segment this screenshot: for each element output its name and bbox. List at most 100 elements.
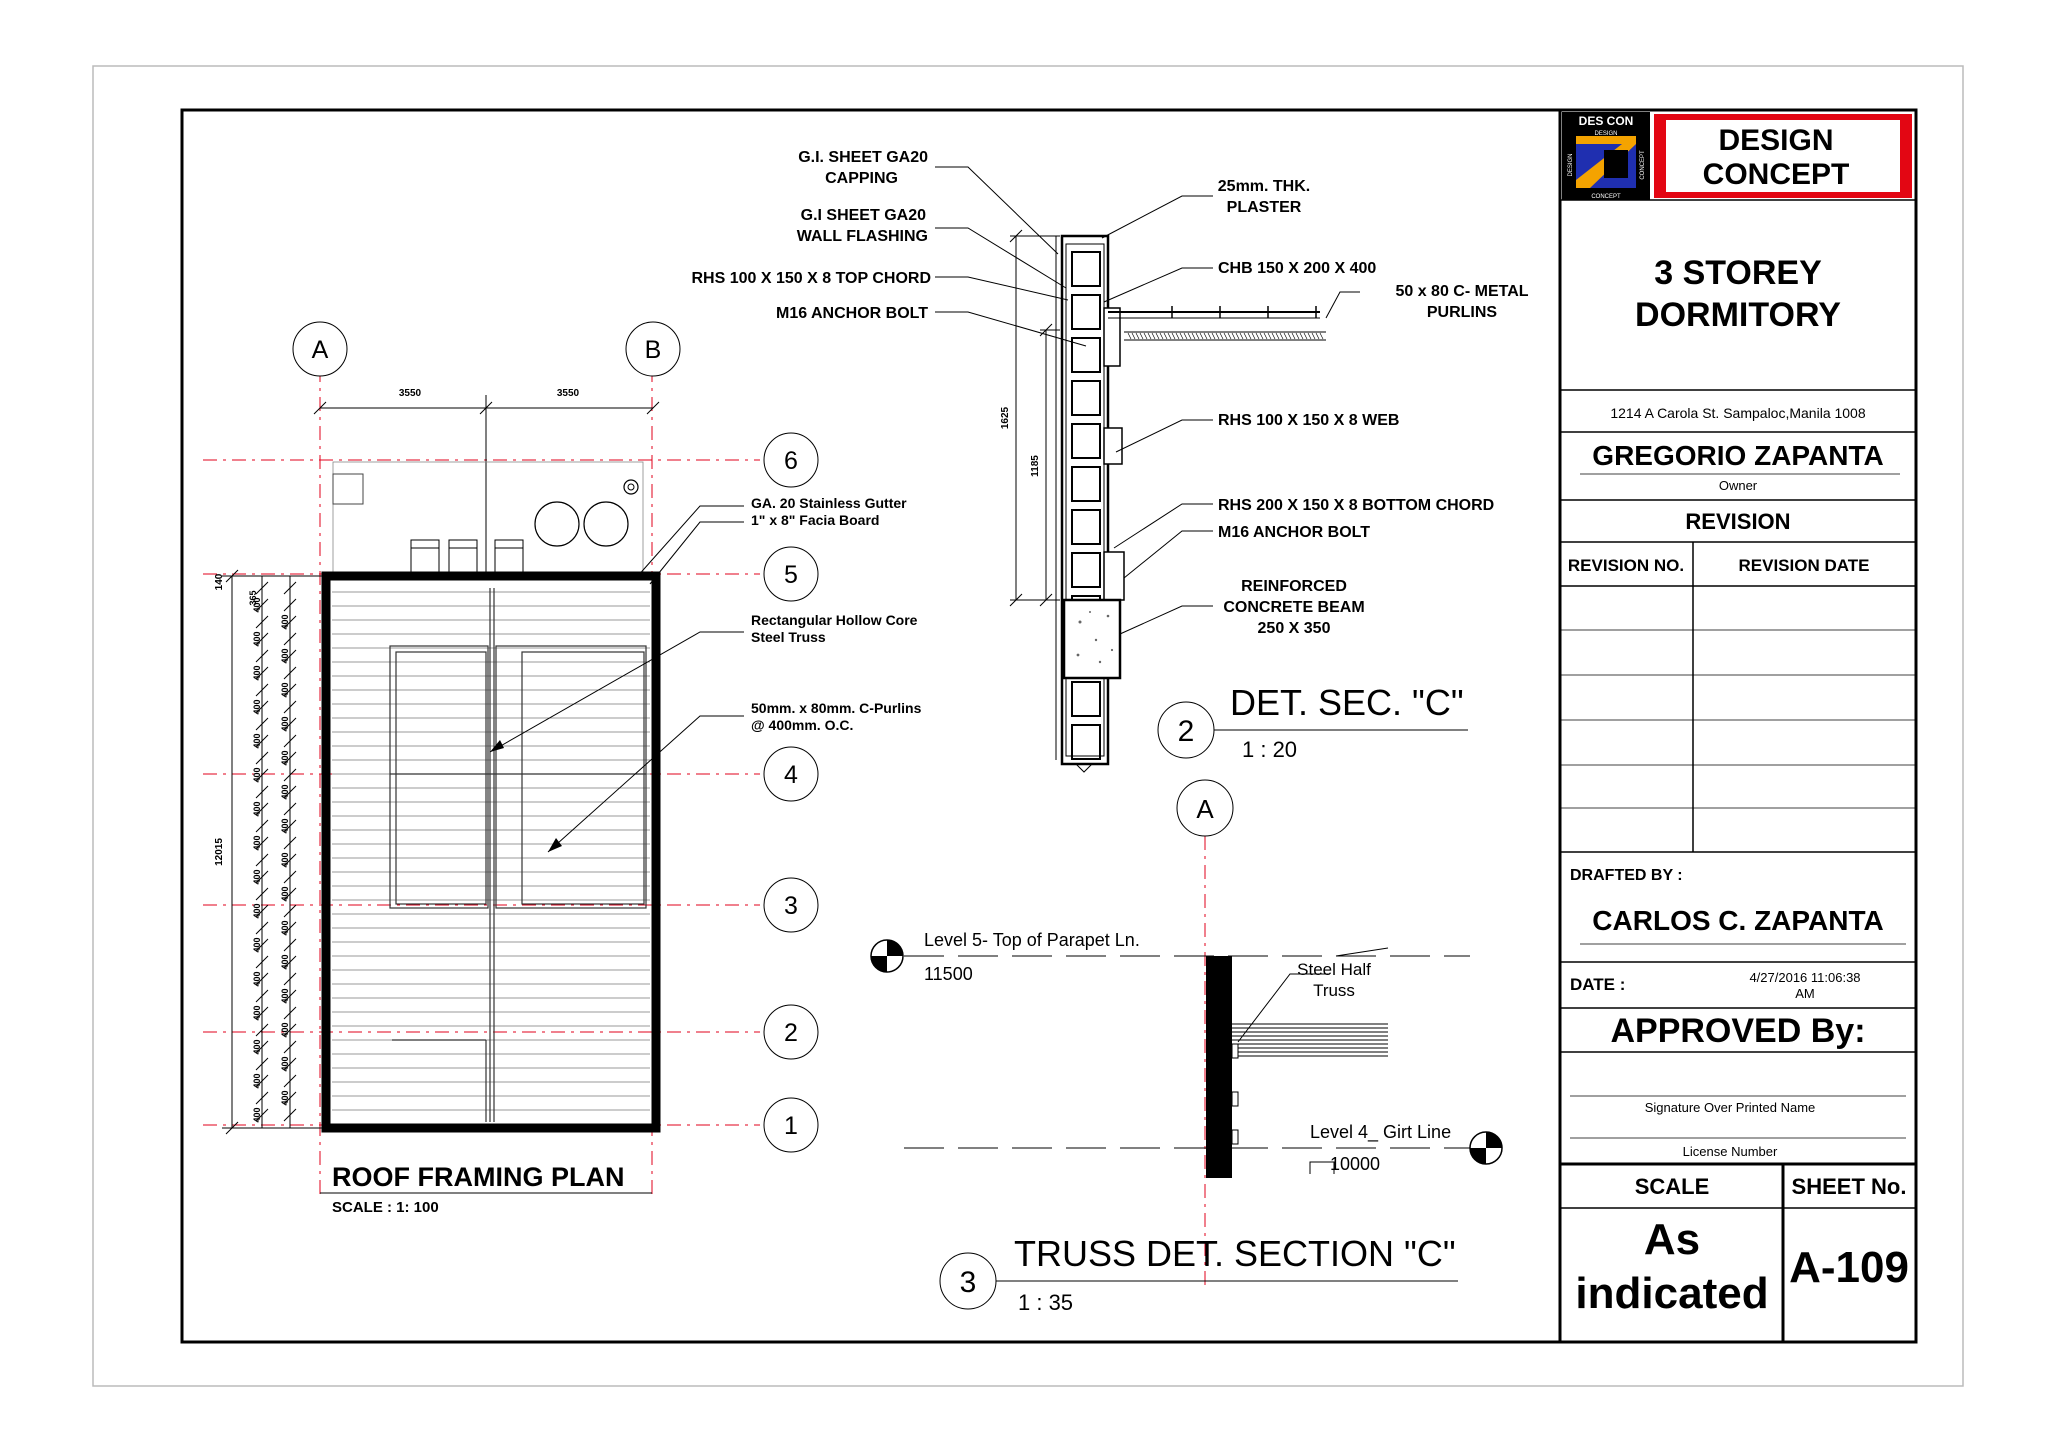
- roof-framing-plan: A B 6 5 4 3 2 1: [203, 321, 922, 1216]
- dim-spacing-label: 400: [280, 1022, 290, 1037]
- hatch-stroke: [1191, 332, 1196, 340]
- grid-bubble-6: 6: [763, 432, 819, 488]
- hatch-stroke: [1267, 332, 1272, 340]
- truss-detail-number: 3: [960, 1266, 977, 1299]
- dim-spacing-label: 400: [252, 801, 262, 816]
- dim-spacing-label: 400: [252, 971, 262, 986]
- left-dim-overall: 12015: [214, 838, 225, 866]
- grid-label-6: 6: [784, 447, 798, 475]
- detail-c-scale: 1 : 20: [1242, 737, 1297, 762]
- label-anchor-bottom: M16 ANCHOR BOLT: [1218, 524, 1370, 541]
- dim-spacing-label: 400: [252, 937, 262, 952]
- truss-label-leader: [1237, 973, 1330, 1043]
- leader-arrow-1: [490, 740, 504, 752]
- callout-truss-1: Rectangular Hollow Core: [751, 612, 918, 628]
- truss-grid-label: A: [1196, 794, 1214, 824]
- left-dim-first: 365: [248, 590, 258, 605]
- callout-purlins-2: @ 400mm. O.C.: [751, 717, 853, 733]
- callout-purlins-1: 50mm. x 80mm. C-Purlins: [751, 700, 922, 716]
- callout-gutter-1: GA. 20 Stainless Gutter: [751, 495, 907, 511]
- dim-tick: [255, 1074, 269, 1088]
- label-capping-1: G.I. SHEET GA20: [798, 149, 928, 166]
- hatch-stroke: [1203, 332, 1208, 340]
- dim-spacing-label: 400: [252, 1005, 262, 1020]
- grid-bubble-b: B: [625, 321, 681, 377]
- logo-small-left: DESIGN: [1568, 153, 1574, 176]
- level-5-label: Level 5- Top of Parapet Ln.: [924, 930, 1140, 950]
- date-line-1: 4/27/2016 11:06:38: [1749, 970, 1860, 985]
- dim-tick: [255, 666, 269, 680]
- logo-small-top: DESIGN: [1594, 131, 1617, 137]
- truss-label-2: Truss: [1313, 981, 1355, 1000]
- dim-spacing-label: 400: [252, 631, 262, 646]
- dim-tick: [283, 581, 297, 595]
- label-anchor-top: M16 ANCHOR BOLT: [776, 305, 928, 322]
- dim-spacing-label: 400: [252, 903, 262, 918]
- chb-cell: [1071, 509, 1101, 545]
- date-line-2: AM: [1795, 986, 1815, 1001]
- hatch-stroke: [1187, 332, 1192, 340]
- license-label: License Number: [1683, 1144, 1778, 1159]
- grid-bubble-1: 1: [763, 1097, 819, 1153]
- dim-tick: [283, 683, 297, 697]
- hatch-stroke: [1311, 332, 1316, 340]
- chb-cell: [1071, 337, 1101, 373]
- dim-tick: [255, 972, 269, 986]
- hatch-stroke: [1215, 332, 1220, 340]
- label-top-chord: RHS 100 X 150 X 8 TOP CHORD: [691, 270, 931, 287]
- dim-spacing-label: 400: [252, 1039, 262, 1054]
- drawing-border: [180, 108, 1918, 1344]
- dim-tick: [255, 836, 269, 850]
- detail-dimensions: [1009, 229, 1093, 773]
- dim-spacing-label: 400: [280, 954, 290, 969]
- scale-value-line-2: indicated: [1575, 1269, 1768, 1318]
- purlin-lines: [332, 591, 650, 1111]
- detail-c-title: DET. SEC. "C": [1230, 682, 1464, 723]
- dim-spacing-label: 400: [252, 1107, 262, 1122]
- hatch-stroke: [1235, 332, 1240, 340]
- logo-small-right: CONCEPT: [1640, 150, 1646, 180]
- drain-outlet-right: [583, 501, 629, 547]
- truss-members: [1103, 307, 1125, 601]
- truss-grid-bubble: [1176, 779, 1234, 837]
- dim-tick: [255, 1023, 269, 1037]
- hatch-stroke: [1219, 332, 1224, 340]
- logo-top-text: DES CON: [1579, 114, 1634, 128]
- drain-outlet-left: [534, 501, 580, 547]
- dim-tick: [225, 569, 239, 583]
- dim-tick: [283, 802, 297, 816]
- chb-cell: [1071, 380, 1101, 416]
- chb-cells: [1071, 251, 1101, 760]
- dim-tick: [255, 1057, 269, 1071]
- drafted-by-label: DRAFTED BY :: [1570, 867, 1683, 884]
- dim-tick: [255, 853, 269, 867]
- hatch-stroke: [1139, 332, 1144, 340]
- hatch-stroke: [1147, 332, 1152, 340]
- dim-tick: [283, 649, 297, 663]
- dim-tick: [283, 1006, 297, 1020]
- approved-label: APPROVED By:: [1610, 1012, 1865, 1050]
- dim-tick: [255, 717, 269, 731]
- hatch-stroke: [1207, 332, 1212, 340]
- dim-1185: 1185: [1030, 455, 1041, 477]
- dim-spacing-label: 400: [252, 597, 262, 612]
- top-dim-2: 3550: [557, 388, 580, 399]
- label-beam-3: 250 X 350: [1258, 620, 1331, 637]
- dim-tick: [255, 581, 269, 595]
- project-title-line-2: DORMITORY: [1635, 296, 1841, 334]
- purlin-hatch: [1127, 332, 1324, 340]
- grid-label-b: B: [645, 336, 662, 364]
- dim-tick: [255, 598, 269, 612]
- dim-tick: [255, 802, 269, 816]
- dim-tick: [255, 785, 269, 799]
- dim-spacing-label: 400: [280, 1056, 290, 1071]
- hatch-stroke: [1295, 332, 1300, 340]
- revision-date-header: REVISION DATE: [1739, 556, 1870, 575]
- hatch-stroke: [1319, 332, 1324, 340]
- dim-tick: [283, 938, 297, 952]
- detail-leader-lines: [935, 166, 1360, 635]
- chb-wall: [1055, 234, 1110, 766]
- concrete-speckle: [1076, 611, 1114, 664]
- chb-cell: [1071, 681, 1101, 717]
